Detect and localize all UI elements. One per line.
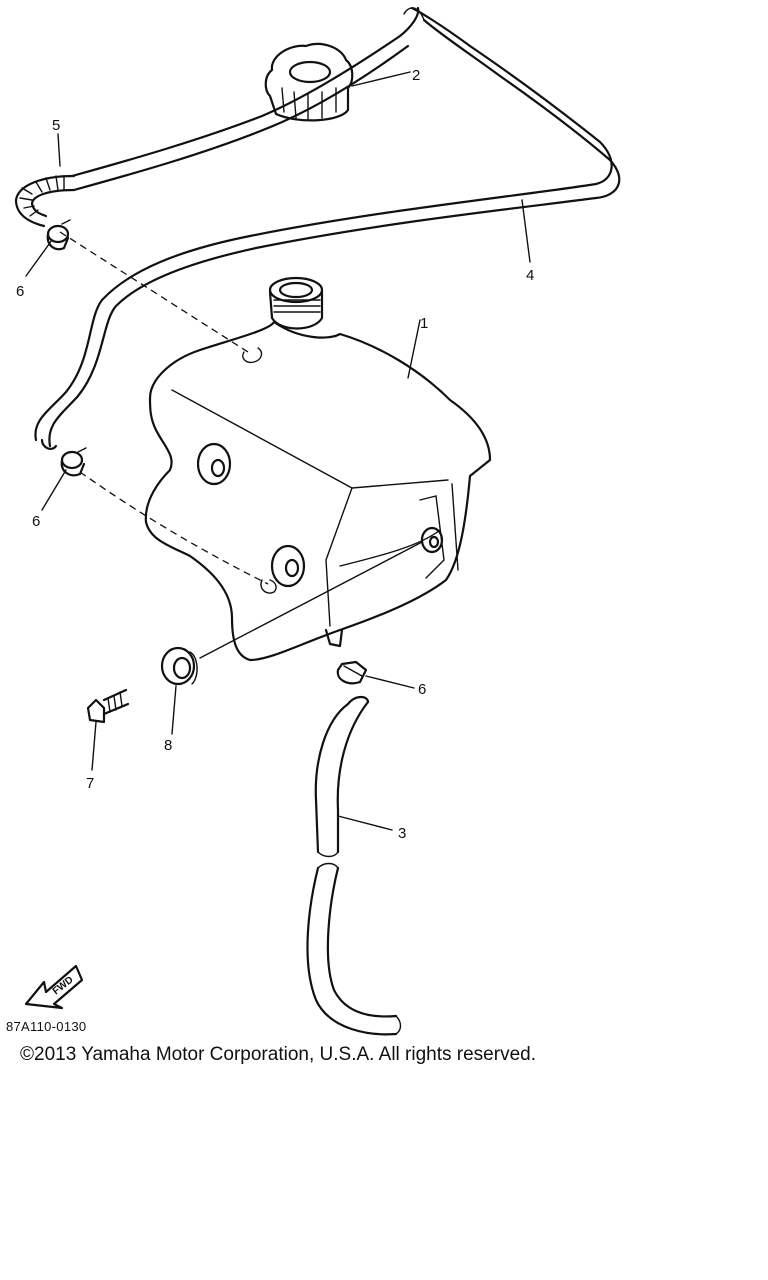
callout-1: 1 [420, 315, 428, 332]
hose-clamp-lower [336, 660, 368, 685]
overflow-hose [14, 6, 420, 228]
drawing-code: 87A110-0130 [6, 1019, 87, 1034]
callout-8: 8 [164, 737, 172, 754]
leader-lines [25, 71, 531, 831]
grommet [160, 646, 198, 686]
copyright-notice: ©2013 Yamaha Motor Corporation, U.S.A. A… [20, 1044, 536, 1065]
callout-2: 2 [412, 67, 420, 84]
oil-tank [144, 276, 492, 662]
forward-arrow-icon: FWD [24, 964, 84, 1010]
parts-diagram: 2 1 4 5 6 6 6 7 8 3 FWD [14, 6, 621, 1036]
breather-hose [34, 6, 621, 448]
callout-7: 7 [86, 775, 94, 792]
hose-clamp-upper [46, 219, 71, 251]
outlet-hose [306, 695, 402, 1036]
bolt [86, 688, 130, 724]
tank-cap [264, 42, 354, 122]
callout-4: 4 [526, 267, 534, 284]
assembly-lines [59, 231, 423, 659]
callout-6-lower: 6 [418, 681, 426, 698]
callout-5: 5 [52, 117, 60, 134]
callout-3: 3 [398, 825, 406, 842]
fwd-label: FWD [51, 975, 76, 998]
callout-6-middle: 6 [32, 513, 40, 530]
hose-clamp-middle [40, 438, 87, 477]
callout-6-upper: 6 [16, 283, 24, 300]
